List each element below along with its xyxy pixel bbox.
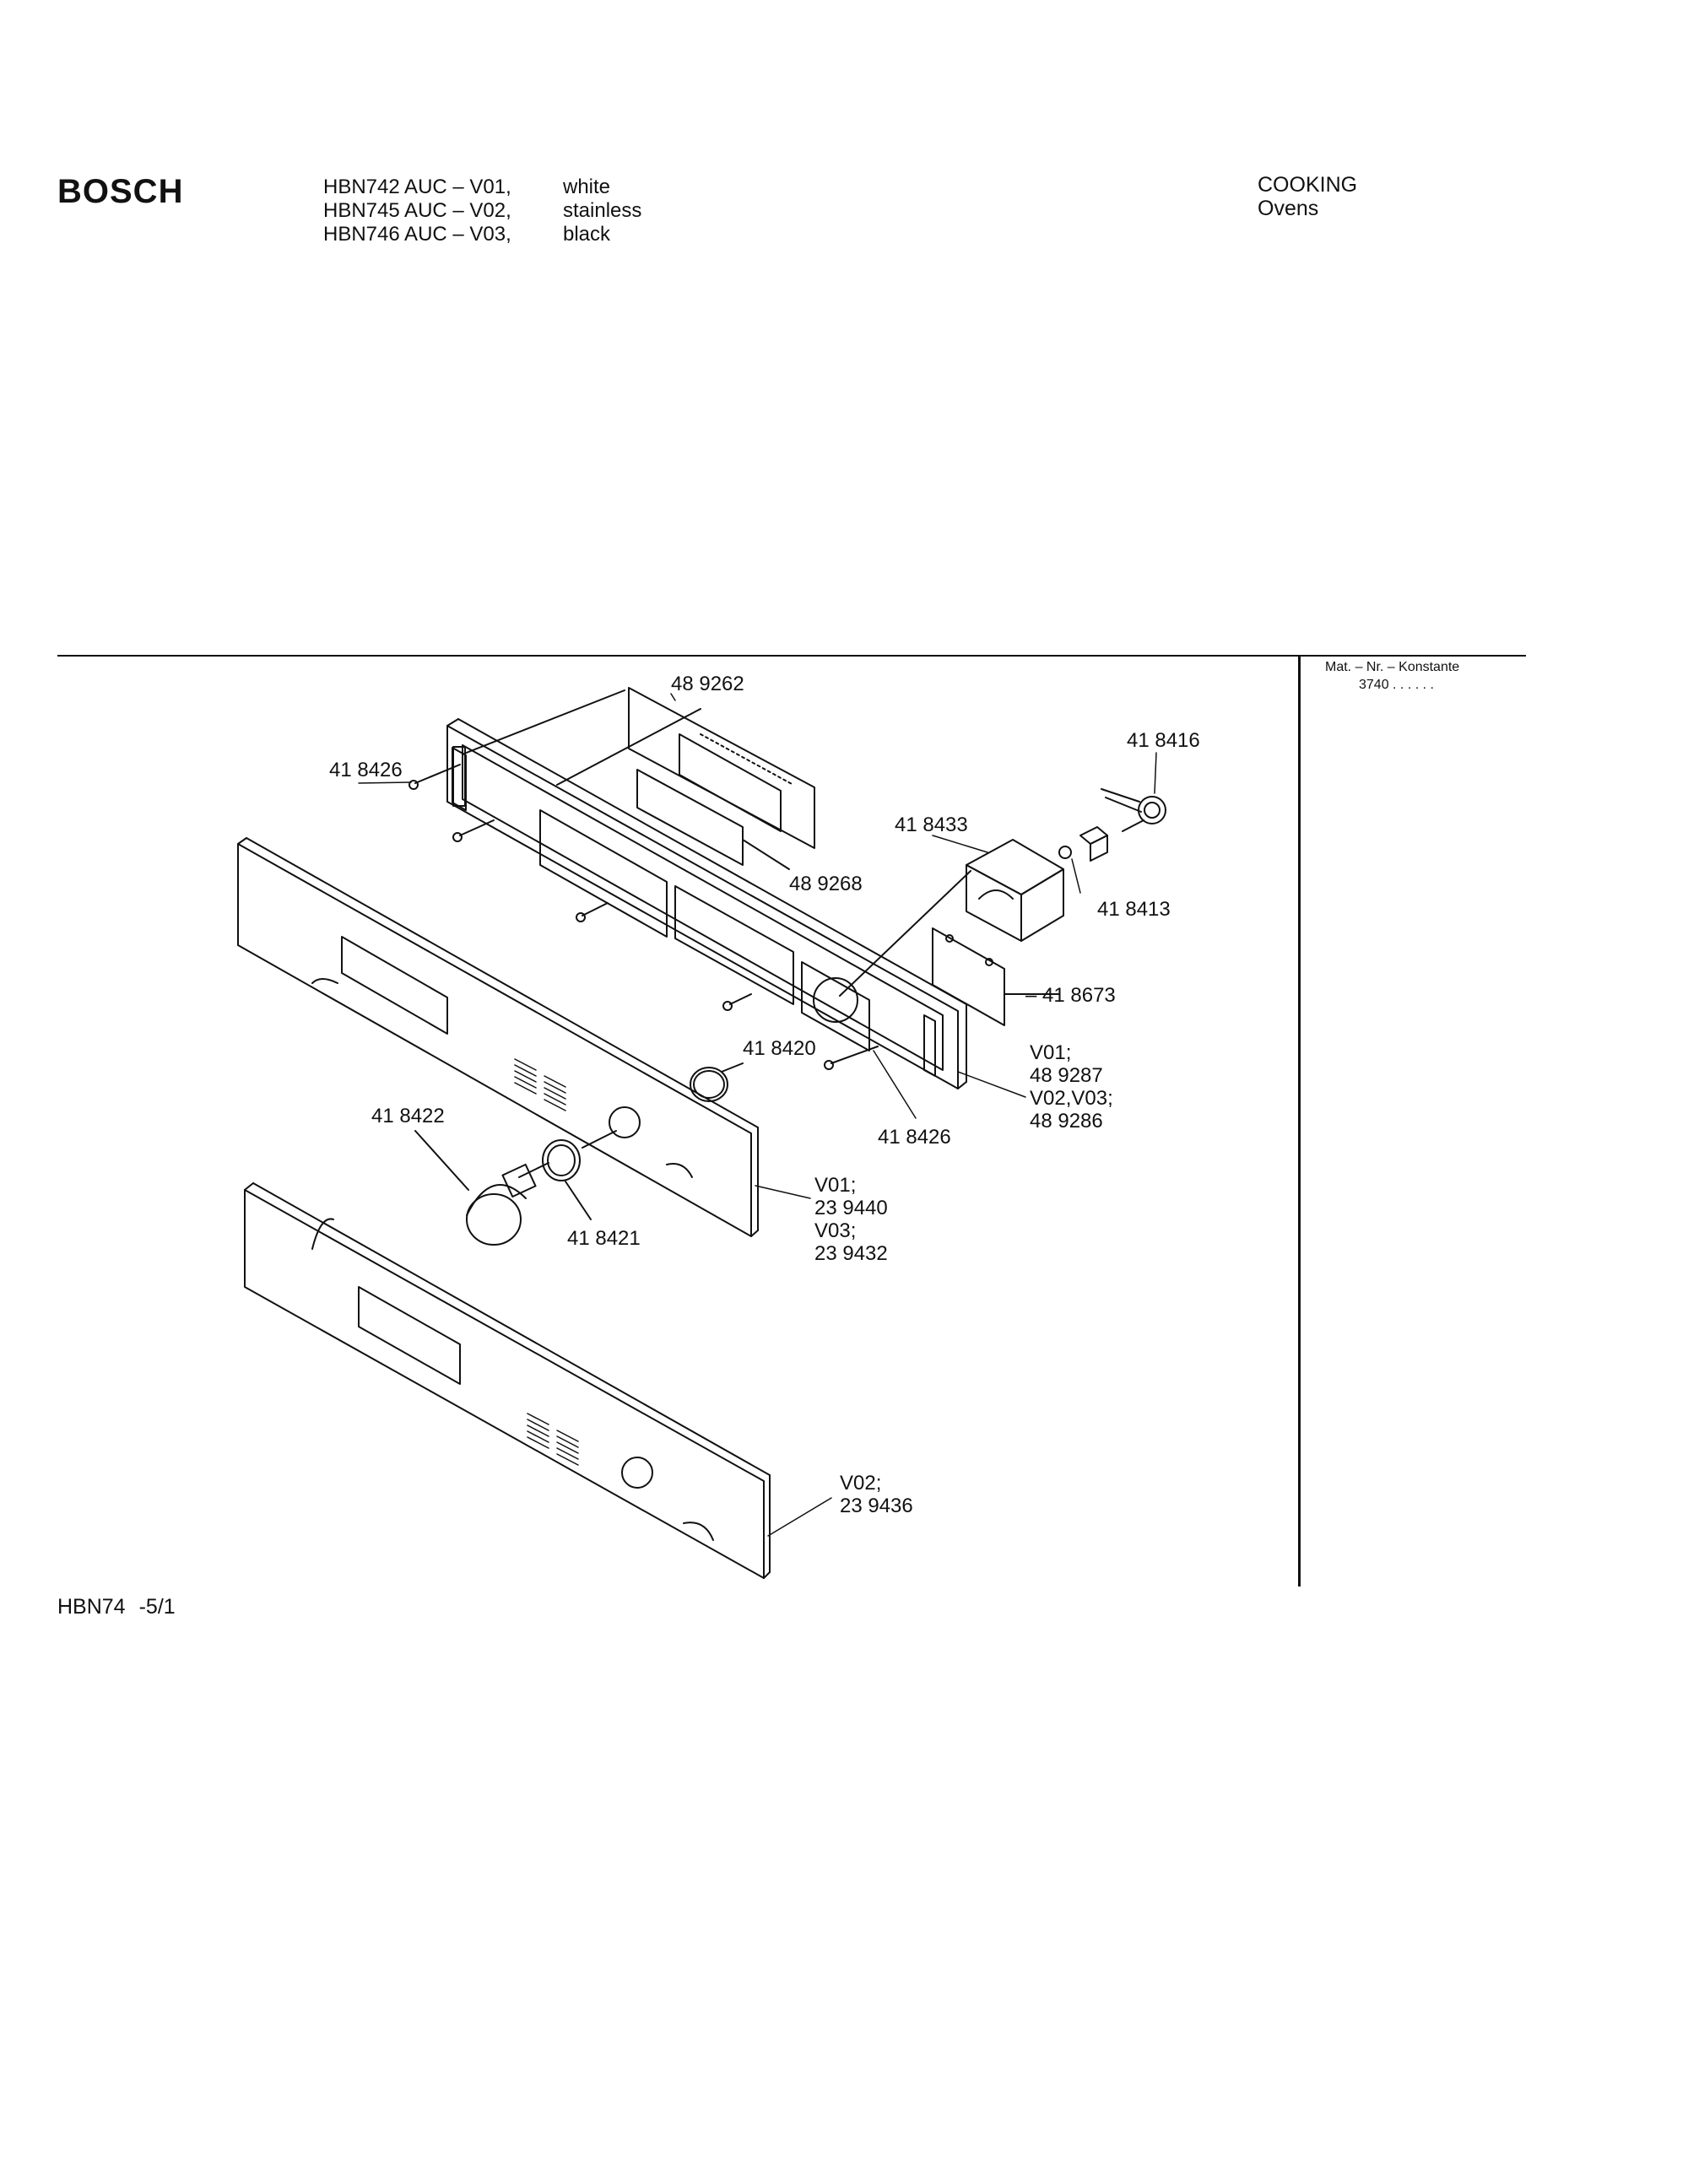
model-line: HBN742 AUC – V01, xyxy=(323,176,511,198)
variant-line: white xyxy=(563,176,611,198)
category-subtitle: Ovens xyxy=(1258,197,1319,220)
category-block: COOKING Ovens xyxy=(1258,173,1357,220)
callout-line: V01; xyxy=(1030,1041,1071,1064)
o-ring xyxy=(690,1062,744,1102)
callout-41-8422: 41 8422 xyxy=(371,1105,445,1127)
callout-41-8426-upper: 41 8426 xyxy=(329,759,403,781)
callout-frame-variants: V01; 48 9287 V02,V03; 48 9286 xyxy=(1030,1041,1113,1133)
control-panel-frame xyxy=(446,718,967,1089)
callout-41-8421: 41 8421 xyxy=(567,1227,641,1250)
front-fascia-panel xyxy=(237,837,759,1237)
callout-line: 48 9287 xyxy=(1030,1064,1103,1087)
circuit-board xyxy=(463,687,815,849)
callout-line: V02; xyxy=(840,1472,881,1495)
variant-list: white stainless black xyxy=(563,176,641,246)
knob-ring xyxy=(542,1130,617,1220)
variant-line: black xyxy=(563,223,611,246)
brand-logo: BOSCH xyxy=(57,173,184,210)
header-divider xyxy=(57,655,1526,657)
screw-icon xyxy=(408,764,879,1070)
display-window xyxy=(636,769,790,870)
callout-48-9262: 48 9262 xyxy=(671,673,744,695)
callout-fascia-variants: V01; 23 9440 V03; 23 9432 xyxy=(814,1174,888,1265)
side-divider xyxy=(1298,657,1301,1587)
callout-line: 48 9286 xyxy=(1030,1110,1103,1133)
callout-line: 23 9440 xyxy=(814,1197,888,1219)
lower-fascia-panel xyxy=(244,1182,771,1579)
model-line: HBN745 AUC – V02, xyxy=(323,199,511,222)
callout-labels: 48 9262 41 8426 41 8416 41 8433 48 9268 … xyxy=(329,673,1200,1517)
callout-line: V03; xyxy=(814,1219,856,1242)
switch-housing xyxy=(839,839,1064,997)
mounting-plate xyxy=(932,927,1060,1026)
callout-line: V01; xyxy=(814,1174,856,1197)
callout-41-8673: – 41 8673 xyxy=(1025,984,1116,1007)
model-line: HBN746 AUC – V03, xyxy=(323,223,511,246)
callout-41-8420: 41 8420 xyxy=(743,1037,816,1060)
callout-lower-fascia: V02; 23 9436 xyxy=(840,1472,913,1517)
callout-41-8413: 41 8413 xyxy=(1097,898,1171,921)
material-number-value: 3740 . . . . . . xyxy=(1359,678,1434,692)
callout-line: V02,V03; xyxy=(1030,1087,1113,1110)
callout-48-9268: 48 9268 xyxy=(789,873,863,895)
model-list: HBN742 AUC – V01, HBN745 AUC – V02, HBN7… xyxy=(323,176,511,246)
variant-line: stainless xyxy=(563,199,642,222)
footer-page-number: -5/1 xyxy=(138,1595,176,1619)
callout-line: 23 9436 xyxy=(840,1495,913,1517)
callout-41-8433: 41 8433 xyxy=(895,814,968,836)
rotary-switch xyxy=(1101,788,1166,832)
page-footer: HBN74 -5/1 xyxy=(57,1595,176,1619)
category-title: COOKING xyxy=(1258,173,1358,197)
material-number-label: Mat. – Nr. – Konstante xyxy=(1325,660,1460,674)
footer-code: HBN74 xyxy=(57,1595,126,1619)
leader-lines xyxy=(358,693,1157,1537)
control-knob xyxy=(414,1130,549,1246)
callout-41-8426-lower: 41 8426 xyxy=(878,1126,951,1149)
callout-41-8416: 41 8416 xyxy=(1127,729,1200,752)
material-number-block: Mat. – Nr. – Konstante 3740 . . . . . . xyxy=(1325,658,1459,694)
knob-coupler xyxy=(1058,826,1108,862)
callout-line: 23 9432 xyxy=(814,1242,888,1265)
